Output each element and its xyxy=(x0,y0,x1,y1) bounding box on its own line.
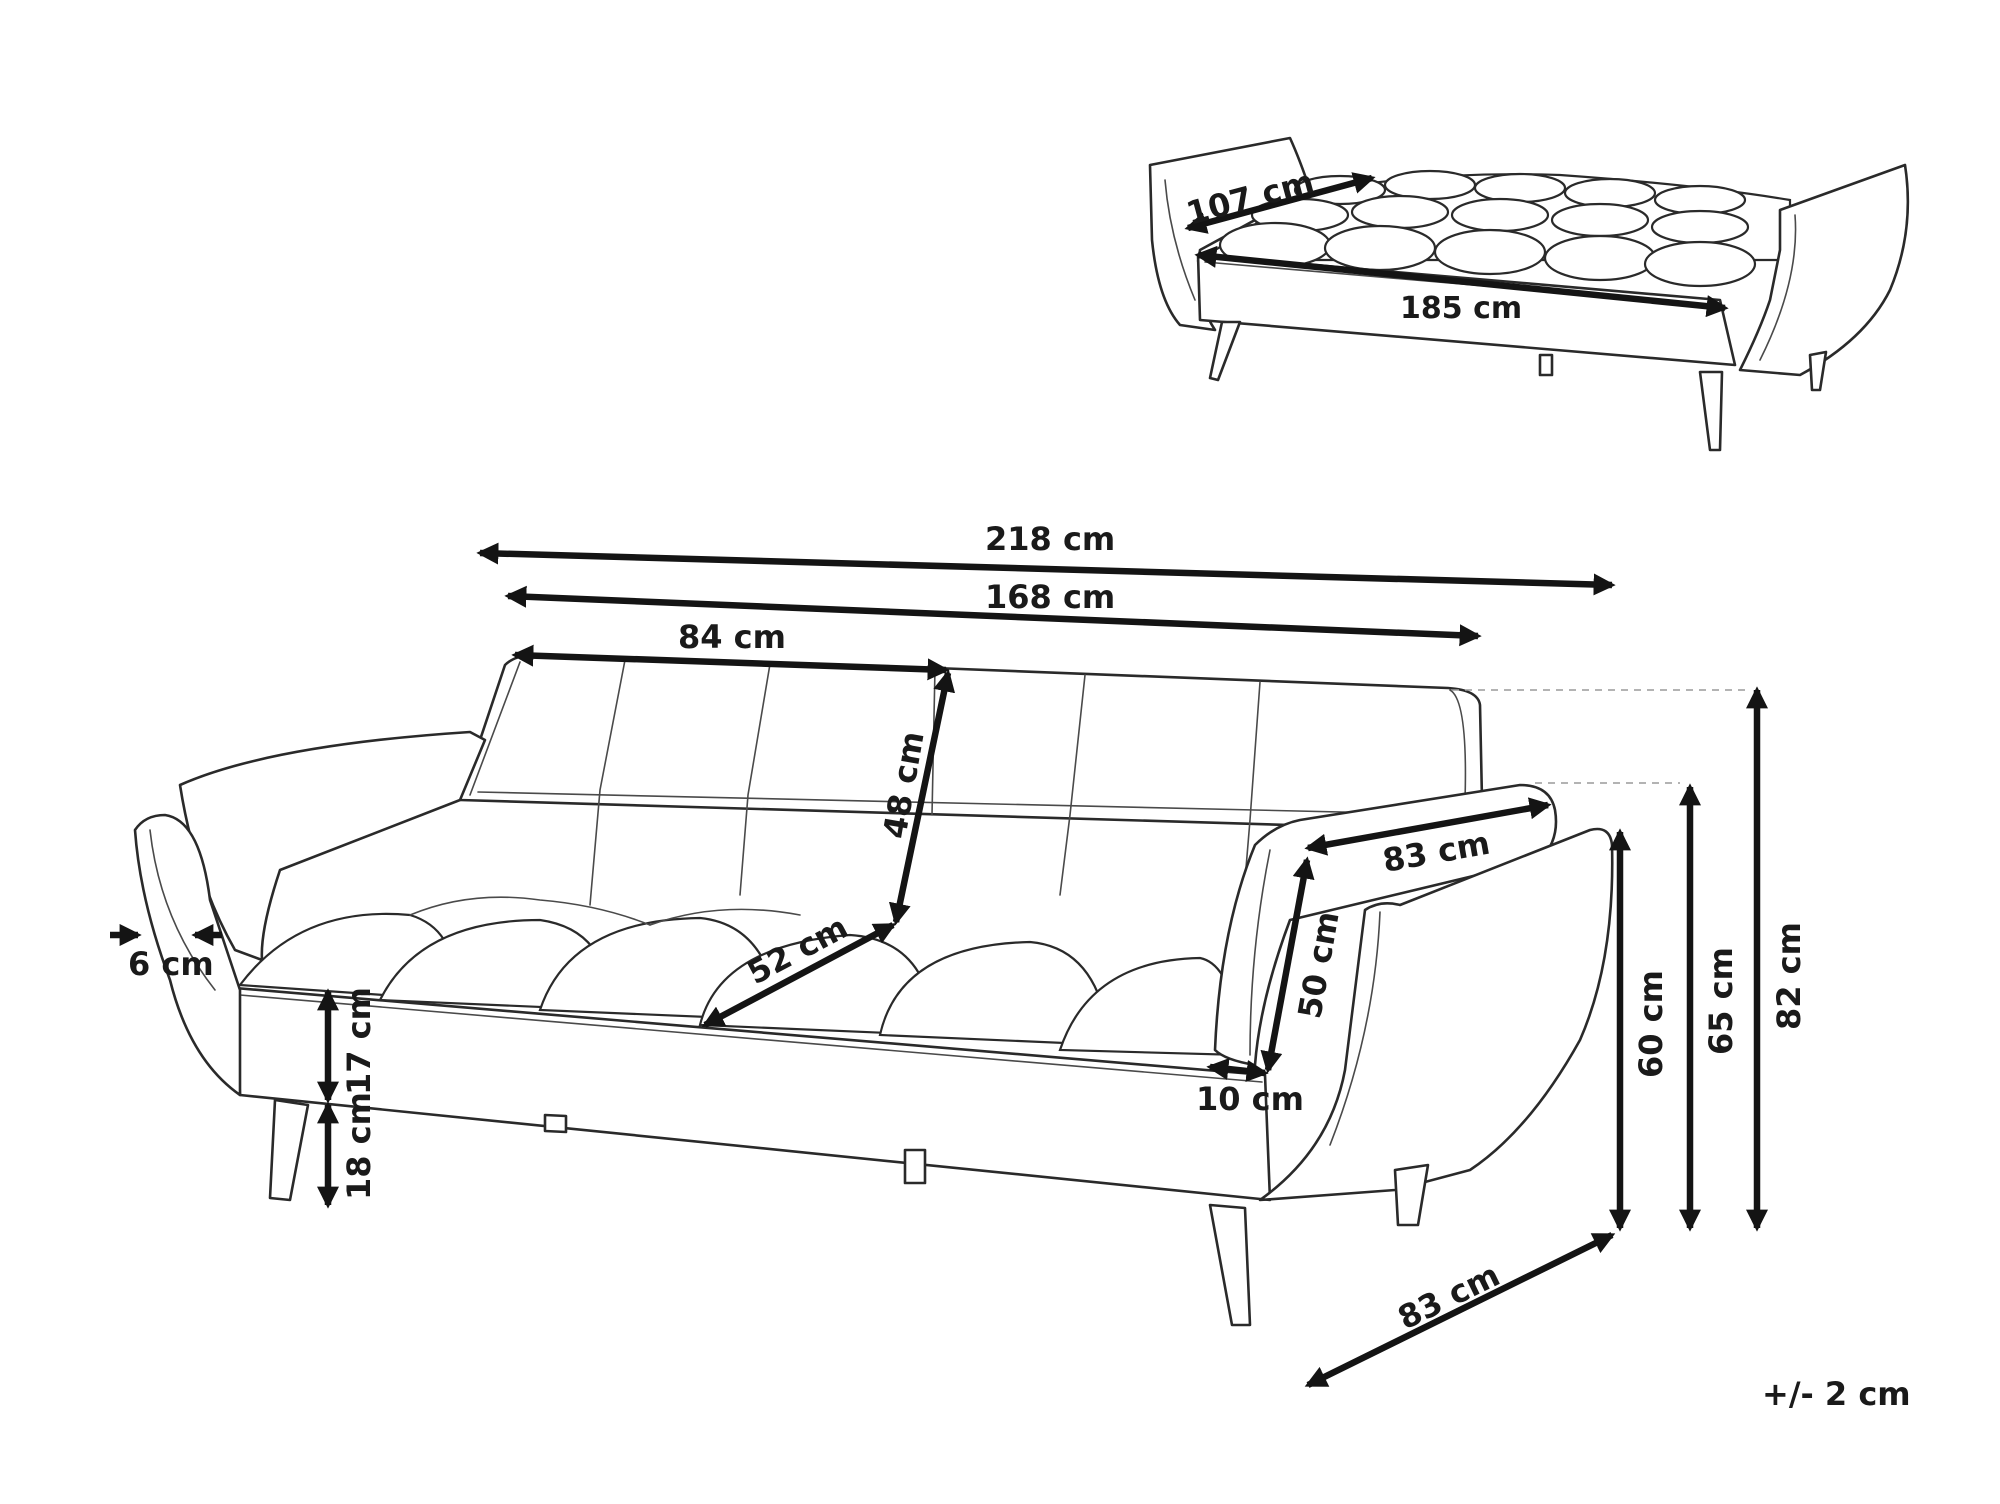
overall-height-dimension: 82 cm xyxy=(1745,686,1808,1232)
armrest-thickness-label: 10 cm xyxy=(1196,1080,1304,1118)
total-width-label: 218 cm xyxy=(985,520,1115,558)
arm-height-total-dimension: 60 cm xyxy=(1608,828,1670,1232)
sofa-leg-front-right xyxy=(1208,1203,1252,1327)
sofa-leg-center xyxy=(903,1148,927,1185)
armrest-thickness-dimension: 10 cm xyxy=(1196,1058,1304,1118)
sofa-leg-back-right xyxy=(1393,1163,1430,1227)
inner-width-label: 168 cm xyxy=(985,578,1115,616)
overall-depth-label: 83 cm xyxy=(1392,1256,1506,1337)
overall-depth-dimension: 83 cm xyxy=(1304,1232,1616,1388)
bed-right-armrest xyxy=(1738,163,1910,377)
bed-leg-back-right xyxy=(1808,350,1828,392)
seat-back-height-total-label: 65 cm xyxy=(1702,947,1740,1055)
bed-leg-front-left xyxy=(1208,320,1242,382)
total-width-dimension: 218 cm xyxy=(476,520,1616,596)
sofa-leg-front-left xyxy=(268,1098,310,1202)
height-guides xyxy=(1452,689,1750,784)
leg-clearance-dimension: 18 cm xyxy=(316,1092,378,1209)
bed-length-label: 185 cm xyxy=(1400,291,1522,326)
inner-width-dimension: 168 cm xyxy=(504,578,1482,647)
arm-height-total-label: 60 cm xyxy=(1632,970,1670,1078)
bed-leg-center xyxy=(1538,353,1554,377)
backrest-section-width-dimension: 84 cm xyxy=(511,618,950,681)
seat-frame-height-label: 17 cm xyxy=(340,987,378,1095)
armrest-side-thickness-label: 6 cm xyxy=(128,945,214,983)
seat-frame-height-dimension: 17 cm xyxy=(316,987,378,1104)
bed-leg-front-right xyxy=(1698,370,1724,452)
armrest-side-thickness-dimension: 6 cm xyxy=(110,923,222,983)
backrest-section-width-label: 84 cm xyxy=(678,618,786,656)
overall-height-label: 82 cm xyxy=(1770,922,1808,1030)
seat-back-height-total-dimension: 65 cm xyxy=(1678,783,1740,1232)
bed-length-dimension: 185 cm xyxy=(1194,245,1729,326)
sofa-right-armrest-front xyxy=(1258,827,1614,1202)
leg-clearance-label: 18 cm xyxy=(340,1092,378,1200)
armrest-height-label: 50 cm xyxy=(1290,908,1346,1021)
sofa-leg-back-left xyxy=(543,1113,568,1134)
tolerance-note: +/- 2 cm xyxy=(1762,1375,1911,1413)
sofa-drawing xyxy=(133,653,1614,1327)
